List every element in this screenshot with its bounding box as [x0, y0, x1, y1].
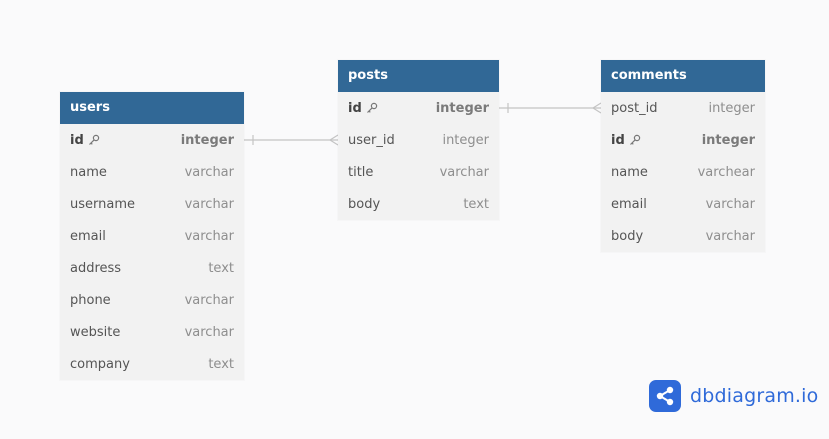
relation-many-marker-1 [592, 102, 602, 114]
field-row-comments-name[interactable]: name varchear [601, 156, 765, 188]
primary-key-icon [366, 102, 378, 114]
relation-many-marker-0 [329, 134, 339, 146]
share-nodes-icon [649, 380, 681, 412]
table-users[interactable]: users id integer name varchar username varcha… [60, 92, 244, 380]
field-name: user_id [348, 133, 395, 148]
field-name: body [611, 229, 643, 244]
field-name: name [611, 165, 648, 180]
field-type: varchar [184, 324, 234, 340]
field-name: address [70, 261, 121, 276]
field-name: id [611, 133, 641, 148]
table-fields-posts: id integer user_id integer title varchar body t… [338, 92, 499, 220]
field-row-posts-body[interactable]: body text [338, 188, 499, 220]
field-type: integer [701, 132, 755, 148]
field-name: website [70, 325, 120, 340]
field-type: varchar [184, 196, 234, 212]
field-name: id [70, 133, 100, 148]
field-type: integer [708, 100, 755, 116]
field-name: id [348, 101, 378, 116]
field-name: body [348, 197, 380, 212]
field-name-text: email [70, 228, 106, 244]
field-type: integer [435, 100, 489, 116]
field-name-text: phone [70, 292, 111, 308]
field-type: varchar [439, 164, 489, 180]
field-name: post_id [611, 101, 657, 116]
primary-key-icon [629, 134, 641, 146]
field-row-users-username[interactable]: username varchar [60, 188, 244, 220]
field-row-posts-user_id[interactable]: user_id integer [338, 124, 499, 156]
field-row-comments-post_id[interactable]: post_id integer [601, 92, 765, 124]
field-name-text: title [348, 164, 374, 180]
field-row-posts-id[interactable]: id integer [338, 92, 499, 124]
table-posts[interactable]: posts id integer user_id integer title varcha… [338, 60, 499, 220]
field-name-text: id [611, 132, 625, 148]
field-row-users-id[interactable]: id integer [60, 124, 244, 156]
field-type: varchar [184, 228, 234, 244]
field-name-text: id [70, 132, 84, 148]
field-type: text [208, 356, 234, 372]
field-row-users-address[interactable]: address text [60, 252, 244, 284]
field-row-users-phone[interactable]: phone varchar [60, 284, 244, 316]
field-name: title [348, 165, 373, 180]
field-name-text: username [70, 196, 135, 212]
table-header-posts[interactable]: posts [338, 60, 499, 92]
field-row-users-website[interactable]: website varchar [60, 316, 244, 348]
logo-text: dbdiagram.io [690, 385, 819, 407]
table-header-users[interactable]: users [60, 92, 244, 124]
field-name: name [70, 165, 107, 180]
field-type: varchar [705, 228, 755, 244]
field-name: username [70, 197, 135, 212]
field-name-text: name [611, 164, 648, 180]
field-type: varchar [184, 292, 234, 308]
field-name-text: address [70, 260, 122, 276]
field-row-users-email[interactable]: email varchar [60, 220, 244, 252]
field-row-comments-email[interactable]: email varchar [601, 188, 765, 220]
field-row-comments-id[interactable]: id integer [601, 124, 765, 156]
field-type: varchar [184, 164, 234, 180]
field-name-text: post_id [611, 100, 658, 116]
table-header-comments[interactable]: comments [601, 60, 765, 92]
field-name-text: name [70, 164, 107, 180]
field-type: text [208, 260, 234, 276]
dbdiagram-logo[interactable]: dbdiagram.io [649, 380, 818, 412]
field-type: varchear [697, 164, 755, 180]
field-row-comments-body[interactable]: body varchar [601, 220, 765, 252]
field-row-posts-title[interactable]: title varchar [338, 156, 499, 188]
field-name-text: body [611, 228, 644, 244]
primary-key-icon [88, 134, 100, 146]
field-name-text: website [70, 324, 121, 340]
field-type: integer [442, 132, 489, 148]
field-type: integer [180, 132, 234, 148]
field-name-text: user_id [348, 132, 395, 148]
field-name: company [70, 357, 130, 372]
field-name: phone [70, 293, 111, 308]
field-name-text: company [70, 356, 130, 372]
field-row-users-company[interactable]: company text [60, 348, 244, 380]
field-row-users-name[interactable]: name varchar [60, 156, 244, 188]
field-type: text [463, 196, 489, 212]
field-type: varchar [705, 196, 755, 212]
field-name-text: email [611, 196, 647, 212]
field-name: email [611, 197, 647, 212]
field-name-text: id [348, 100, 362, 116]
field-name: email [70, 229, 106, 244]
field-name-text: body [348, 196, 381, 212]
